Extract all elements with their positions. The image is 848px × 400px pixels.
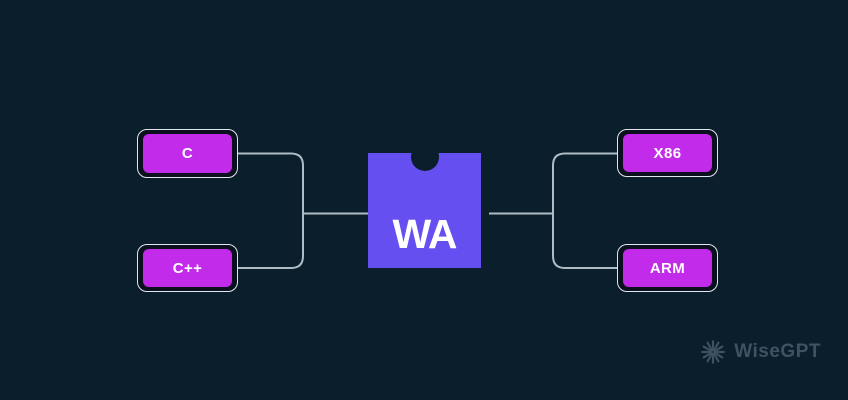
webassembly-logo-text: WA (392, 211, 457, 257)
radial-burst-icon (701, 340, 726, 364)
node-x86-label: X86 (623, 134, 712, 172)
right-bracket-wire (552, 152, 617, 269)
wisegpt-brand-text: WiseGPT (734, 341, 821, 362)
node-x86: X86 (617, 129, 718, 177)
node-arm-label: ARM (623, 249, 712, 287)
node-cpp-label: C++ (143, 249, 232, 287)
watermark: WiseGPT (698, 337, 821, 367)
webassembly-logo: WA (368, 143, 481, 268)
left-bracket-wire (238, 152, 304, 269)
webassembly-logo-notch (411, 143, 439, 171)
node-c: C (137, 129, 238, 178)
node-cpp: C++ (137, 244, 238, 292)
node-arm: ARM (617, 244, 718, 292)
node-c-label: C (143, 134, 232, 173)
